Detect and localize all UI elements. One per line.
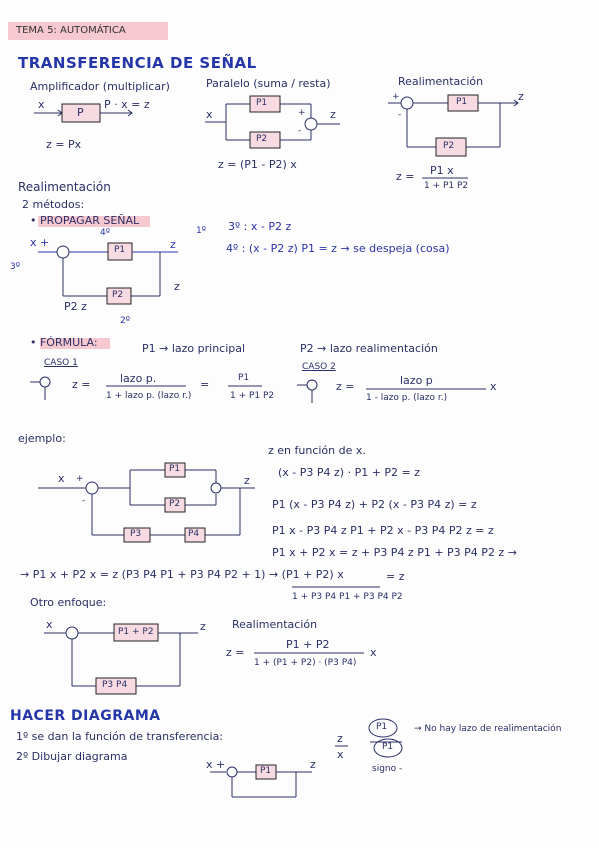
realimentacion-title: Realimentación	[18, 180, 111, 194]
ej-eq4: P1 x + P2 x = z + P3 P4 z P1 + P3 P4 P2 …	[272, 546, 517, 559]
prop-z-right: z	[174, 280, 180, 293]
otro-x2: x	[370, 646, 377, 659]
caso2-num: lazo p	[400, 374, 433, 387]
otro-eq: z =	[226, 646, 245, 659]
hacer-frac-x: x	[337, 748, 344, 761]
hacer-d-p1: P1	[260, 766, 272, 776]
ej-minus: -	[82, 496, 86, 506]
prop-step4: 4º	[100, 228, 110, 238]
re-plus: +	[392, 92, 400, 102]
otro-x: x	[46, 618, 53, 631]
prop-eq3: 3º : x - P2 z	[228, 220, 292, 233]
prop-p2: P2	[112, 290, 124, 300]
method2-title: • FÓRMULA:	[30, 336, 98, 349]
hacer-no-hay: → No hay lazo de realimentación	[414, 724, 562, 734]
caso2-den: 1 - lazo p. (lazo r.)	[366, 393, 448, 403]
hacer-signo: signo -	[372, 764, 403, 774]
re-minus: -	[398, 110, 402, 120]
formula-p1: P1 → lazo principal	[142, 342, 246, 355]
ej-eq5-den: 1 + P3 P4 P1 + P3 P4 P2	[292, 592, 403, 602]
metodos-label: 2 métodos:	[22, 198, 85, 211]
hacer-step1: 1º se dan la función de transferencia:	[16, 730, 224, 743]
ejemplo-label: ejemplo:	[18, 432, 66, 445]
hacer-frac-z: z	[337, 732, 343, 745]
amp-equation: z = Px	[46, 138, 82, 151]
ej-eq5: → P1 x + P2 x = z (P3 P4 P1 + P3 P4 P2 +…	[20, 568, 344, 581]
hacer-frac-p1: P1	[376, 722, 388, 732]
hacer-step2: 2º Dibujar diagrama	[16, 750, 128, 763]
hacer-d-x: x +	[206, 758, 226, 771]
re-p2: P2	[443, 141, 455, 151]
par-p1: P1	[256, 98, 268, 108]
topic-highlight	[8, 22, 168, 40]
ej-plus: +	[76, 474, 84, 484]
par-minus: -	[298, 126, 302, 136]
hacer-diagrama-title: HACER DIAGRAMA	[10, 708, 161, 724]
prop-p1: P1	[114, 245, 126, 255]
ej-eq1: (x - P3 P4 z) · P1 + P2 = z	[278, 466, 421, 479]
method1-highlight	[38, 216, 150, 227]
prop-p2z: P2 z	[64, 300, 87, 313]
caso2-label: CASO 2	[302, 362, 336, 372]
ej-x: x	[58, 472, 65, 485]
hacer-frac-p2: P1	[382, 742, 394, 752]
ej-title-eq: z en función de x.	[268, 444, 366, 457]
par-output: z	[330, 108, 336, 121]
amplificador-label: Amplificador (multiplicar)	[30, 80, 170, 93]
prop-output: z	[170, 238, 176, 251]
prop-step1: 1º	[196, 226, 206, 236]
otro-box2: P3 P4	[102, 680, 128, 690]
caso1-den: 1 + lazo p. (lazo r.)	[106, 391, 192, 401]
topic-tag: TEMA 5: AUTOMÁTICA	[16, 25, 126, 36]
par-equation: z = (P1 - P2) x	[218, 158, 297, 171]
method1-title: • PROPAGAR SEÑAL	[30, 214, 140, 227]
ej-p3: P3	[130, 529, 142, 539]
caso1-eq: z =	[72, 378, 91, 391]
section-title-transfer: TRANSFERENCIA DE SEÑAL	[18, 54, 257, 72]
amp-box-label: P	[77, 106, 84, 119]
otro-box1: P1 + P2	[118, 627, 154, 637]
realimentacion-label: Realimentación	[398, 75, 484, 88]
otro-den: 1 + (P1 + P2) · (P3 P4)	[254, 658, 357, 668]
prop-eq4: 4º : (x - P2 z) P1 = z → se despeja (cos…	[226, 242, 450, 255]
ej-p4: P4	[188, 529, 200, 539]
hacer-d-z: z	[310, 758, 316, 771]
paralelo-label: Paralelo (suma / resta)	[206, 77, 331, 90]
ej-eq5b: = z	[386, 570, 405, 583]
ej-p2: P2	[169, 499, 181, 509]
otro-num: P1 + P2	[286, 638, 330, 651]
otro-z: z	[200, 620, 206, 633]
otro-realimentacion: Realimentación	[232, 618, 318, 631]
re-eq-den: 1 + P1 P2	[424, 181, 469, 191]
ej-z: z	[244, 474, 250, 487]
prop-input: x +	[30, 236, 50, 249]
caso1-label: CASO 1	[44, 358, 78, 368]
amp-input: x	[38, 98, 45, 111]
ej-eq3: P1 x - P3 P4 z P1 + P2 x - P3 P4 P2 z = …	[272, 524, 494, 537]
prop-step2: 2º	[120, 316, 130, 326]
caso1-num2: P1	[238, 373, 250, 383]
par-input: x	[206, 108, 213, 121]
caso1-num: lazo p.	[120, 372, 157, 385]
caso2-x: x	[490, 380, 497, 393]
caso1-eq2: =	[200, 378, 210, 391]
method2-highlight	[40, 338, 110, 349]
ej-p1: P1	[169, 464, 181, 474]
re-p1: P1	[456, 97, 468, 107]
formula-p2: P2 → lazo realimentación	[300, 342, 438, 355]
amp-output: P · x = z	[104, 98, 150, 111]
caso1-den2: 1 + P1 P2	[230, 391, 275, 401]
par-plus: +	[298, 108, 306, 118]
re-eq-num: P1 x	[430, 164, 454, 177]
re-output: z	[518, 90, 524, 103]
otro-enfoque: Otro enfoque:	[30, 596, 107, 609]
ej-eq2: P1 (x - P3 P4 z) + P2 (x - P3 P4 z) = z	[272, 498, 477, 511]
re-eq-left: z =	[396, 170, 415, 183]
par-p2: P2	[256, 134, 268, 144]
prop-step3: 3º	[10, 262, 20, 272]
caso2-eq: z =	[336, 380, 355, 393]
